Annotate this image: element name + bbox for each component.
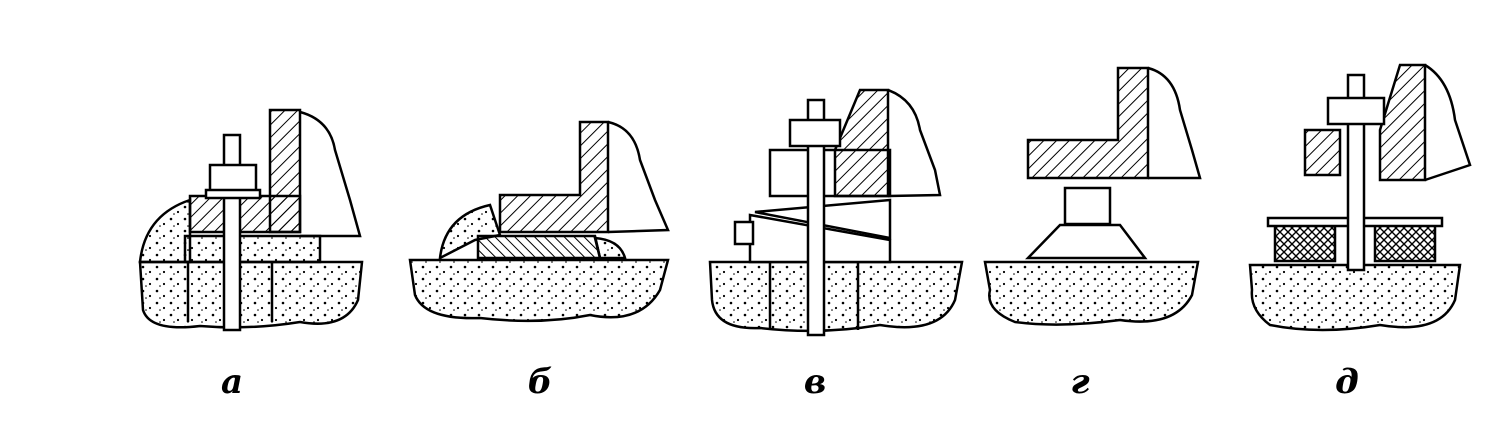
grout-layer: [183, 234, 322, 264]
concrete-foundation: [408, 258, 670, 323]
panel-d-drawing: [983, 66, 1202, 326]
nut: [788, 118, 842, 148]
machine-body-outline: [299, 110, 362, 238]
nut: [208, 163, 258, 193]
grout-mound: [438, 203, 502, 261]
concrete-foundation: [1248, 263, 1462, 332]
concrete-foundation: [983, 260, 1200, 326]
machine-wall: [268, 108, 302, 234]
adjusting-nut: [1063, 186, 1112, 226]
grout-mound-right: [593, 236, 627, 260]
wedge-shim: [476, 234, 602, 260]
machine-foot: [1026, 66, 1150, 180]
panel-label-a: а: [220, 362, 244, 402]
machine-body-outline: [887, 88, 942, 198]
panel-label-d: г: [1070, 362, 1090, 402]
machine-wall: [833, 88, 890, 198]
panel-label-c: в: [803, 362, 827, 402]
machine-body-outline: [1424, 63, 1472, 182]
grout-mound: [138, 198, 192, 264]
bolt: [806, 98, 826, 337]
concrete-foundation: [708, 260, 964, 333]
rubber-pad-left: [1273, 223, 1337, 263]
panel-e-drawing: [1248, 63, 1472, 332]
support-base: [1025, 223, 1148, 260]
rubber-pad-right: [1373, 223, 1437, 263]
panel-a-drawing: [138, 108, 364, 332]
machine-foot: [498, 120, 610, 234]
nut: [1326, 96, 1386, 126]
machine-body-outline: [607, 120, 670, 234]
washer: [204, 188, 262, 200]
machine-foot: [1303, 128, 1342, 177]
machine-body-outline: [1147, 66, 1202, 180]
concrete-foundation: [138, 260, 364, 329]
adjusting-screw: [733, 220, 755, 246]
machine-wall: [1378, 63, 1427, 182]
panel-c-drawing: [708, 88, 964, 337]
panel-label-b: б: [527, 362, 553, 402]
panel-label-e: д: [1335, 362, 1359, 402]
panel-b-drawing: [408, 120, 670, 323]
